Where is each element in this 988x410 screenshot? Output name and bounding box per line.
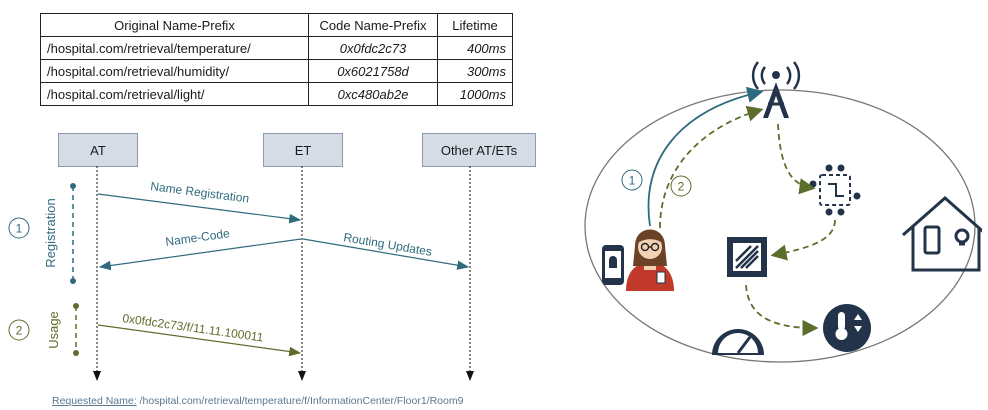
path-number-circle	[621, 169, 643, 191]
name-prefix-table: Original Name-Prefix Code Name-Prefix Li…	[40, 13, 513, 106]
table-row: /hospital.com/retrieval/temperature/ 0x0…	[40, 36, 513, 60]
message-arrow-usage-request	[97, 324, 302, 357]
phase-number-circle	[8, 319, 30, 341]
path-number: 2	[678, 180, 685, 194]
phase-label-registration: Registration	[43, 198, 58, 267]
table-row: /hospital.com/retrieval/humidity/ 0x6021…	[40, 59, 513, 83]
table-cell: /hospital.com/retrieval/humidity/	[40, 59, 309, 83]
message-label-name-registration: Name Registration	[150, 179, 250, 206]
coverage-area	[584, 89, 976, 363]
broadcast-tower-icon	[751, 61, 801, 118]
message-label-routing-updates: Routing Updates	[342, 230, 432, 259]
network-scene: 1 2	[584, 61, 982, 363]
participant-at: AT	[58, 133, 138, 167]
requested-name: Requested Name: /hospital.com/retrieval/…	[52, 395, 463, 407]
participant-other: Other AT/ETs	[422, 133, 536, 167]
table-header: Code Name-Prefix	[308, 13, 438, 37]
path-2-arrow	[659, 105, 764, 229]
table-cell: 400ms	[437, 36, 513, 60]
phase-number-circle	[8, 217, 30, 239]
participant-et: ET	[263, 133, 343, 167]
speedometer-icon	[712, 329, 764, 355]
message-arrow-name-code	[98, 238, 302, 271]
nurse-avatar-icon	[626, 229, 674, 291]
table-cell: 0xc480ab2e	[308, 82, 438, 106]
phase-label-usage: Usage	[46, 311, 61, 349]
tower-to-chip-arrow	[777, 123, 816, 195]
sensor-chip-icon	[727, 237, 767, 277]
smartphone-icon	[602, 245, 624, 285]
sequence-diagram: Registration 1 Usage 2 Name Registration…	[8, 166, 474, 381]
path-1-arrow	[647, 86, 764, 227]
message-label-usage-request: 0x0fdc2c73/f/11.11.100011	[122, 311, 265, 344]
sensor-to-thermometer-arrow	[745, 284, 819, 337]
message-label-name-code: Name-Code	[164, 226, 230, 249]
requested-name-value: /hospital.com/retrieval/temperature/f/In…	[136, 395, 464, 407]
chip-to-sensor-arrow	[770, 219, 836, 261]
bracket-dot	[73, 350, 79, 356]
table-cell: 300ms	[437, 59, 513, 83]
message-arrow-name-registration	[97, 193, 302, 224]
phase-number: 2	[16, 324, 23, 338]
thermometer-icon	[823, 304, 871, 352]
bracket-dot	[70, 183, 76, 189]
path-number-circle	[670, 175, 692, 197]
table-header-row: Original Name-Prefix Code Name-Prefix Li…	[40, 13, 513, 37]
table-cell: 1000ms	[437, 82, 513, 106]
table-cell: 0x6021758d	[308, 59, 438, 83]
table-cell: /hospital.com/retrieval/light/	[40, 82, 309, 106]
message-arrow-routing-updates	[302, 238, 470, 270]
bracket-dot	[73, 303, 79, 309]
path-number: 1	[629, 174, 636, 188]
requested-name-label: Requested Name:	[52, 395, 137, 407]
table-cell: /hospital.com/retrieval/temperature/	[40, 36, 309, 60]
table-row: /hospital.com/retrieval/light/ 0xc480ab2…	[40, 82, 513, 106]
phase-number: 1	[16, 222, 23, 236]
bracket-dot	[70, 278, 76, 284]
circuit-chip-icon	[809, 164, 861, 216]
smart-home-icon	[902, 196, 982, 272]
table-header: Original Name-Prefix	[40, 13, 309, 37]
